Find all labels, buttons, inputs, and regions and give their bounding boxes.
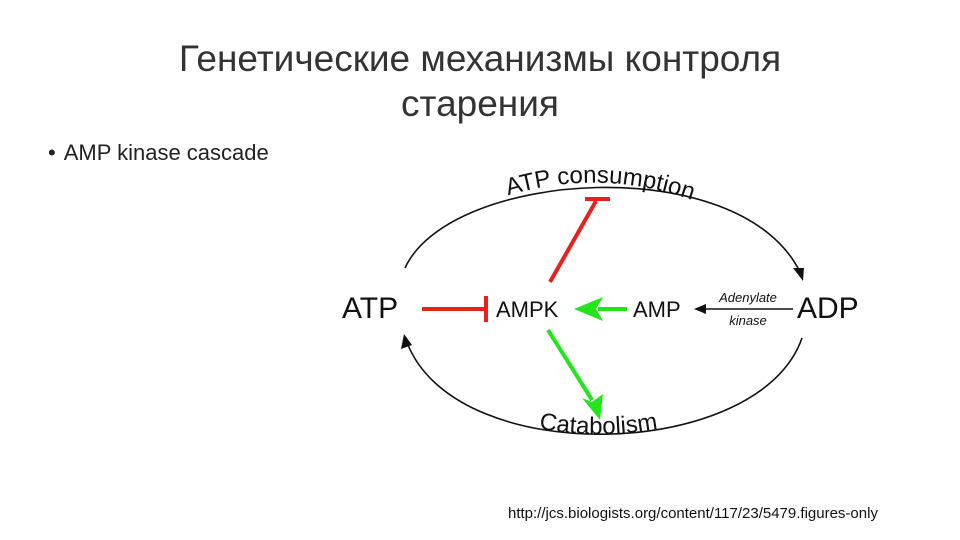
- ampk-activates-catabolism-line: [546, 328, 594, 402]
- cycle-arc-top: [404, 186, 801, 273]
- enzyme-label-line-2: kinase: [729, 313, 767, 328]
- slide-title-line-1: Генетические механизмы контроля: [178, 38, 782, 79]
- cycle-arrowhead-atp-icon: [401, 334, 412, 349]
- bullet-item: • AMP kinase cascade: [48, 140, 269, 166]
- node-atp: ATP: [342, 292, 398, 325]
- amp-activates-ampk-arrowhead-icon: [574, 297, 603, 321]
- enzyme-label-line-1: Adenylate: [718, 290, 777, 305]
- node-adp: ADP: [797, 292, 859, 325]
- slide-title-line-2: старения: [401, 83, 559, 124]
- ampk-inhibits-consumption-line: [548, 200, 598, 283]
- adp-to-amp-arrowhead-icon: [694, 304, 706, 314]
- node-ampk: AMPK: [496, 297, 559, 322]
- ampk-activates-catabolism-arrowhead-icon: [582, 394, 603, 420]
- cycle-arc-bottom: [407, 337, 803, 435]
- slide-title: Генетические механизмы контроля старения: [0, 36, 960, 126]
- cycle-arrowhead-adp-icon: [793, 268, 804, 281]
- bullet-dot-icon: •: [48, 140, 56, 165]
- source-url: http://jcs.biologists.org/content/117/23…: [508, 505, 878, 522]
- node-amp: AMP: [633, 297, 681, 322]
- bullet-text: AMP kinase cascade: [63, 140, 269, 165]
